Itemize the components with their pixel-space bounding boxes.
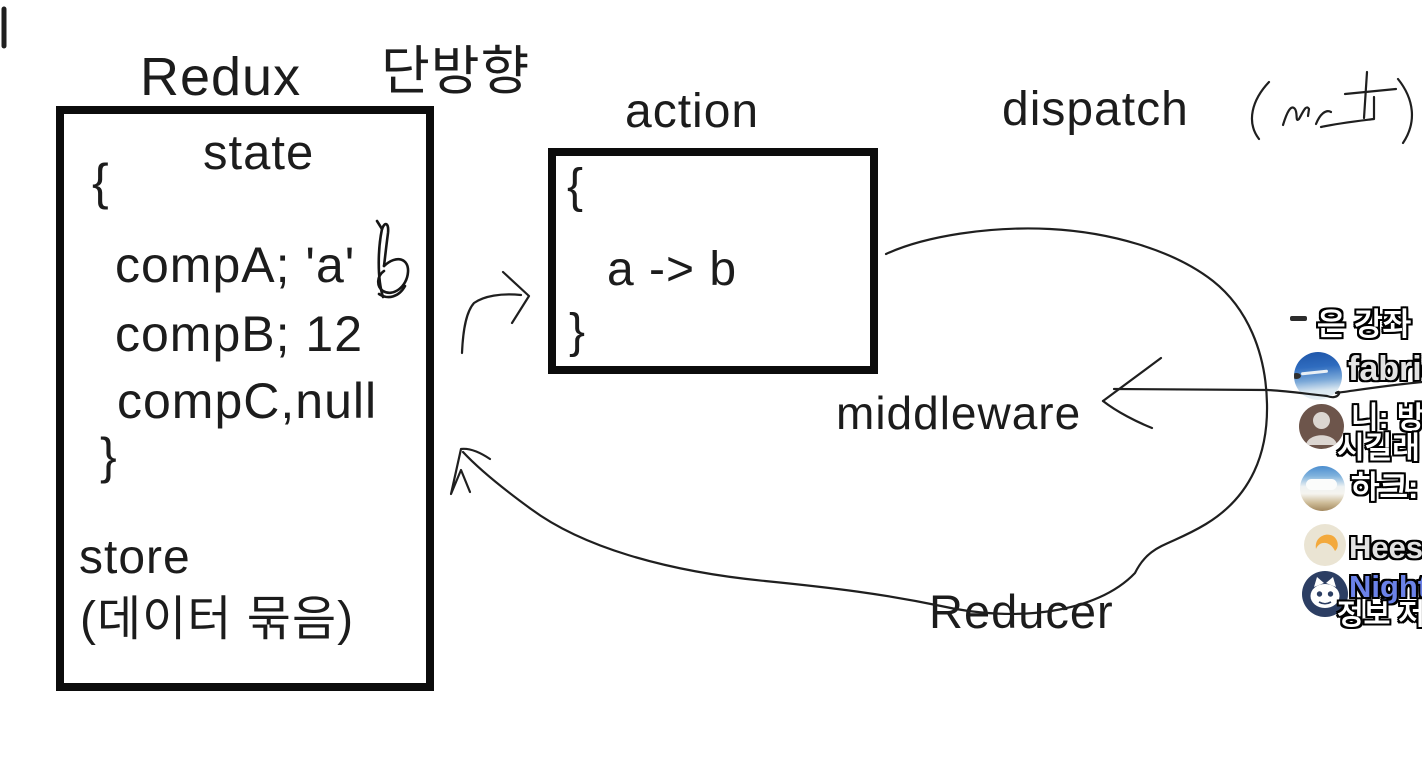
chat-message-text: 은 강좌: [1317, 307, 1412, 342]
page-title-unidirectional: 단방향: [381, 42, 531, 101]
orange-hair-icon: [1315, 534, 1338, 551]
state-close-brace: }: [100, 428, 118, 484]
action-expression: a -> b: [607, 243, 738, 296]
cloud-icon: [1306, 479, 1337, 490]
chat-username[interactable]: fabric: [1348, 350, 1422, 388]
avatar-nightbot[interactable]: [1302, 571, 1348, 617]
avatar-person-silhouette[interactable]: [1299, 404, 1344, 449]
arrowhead-upper-stroke: [1101, 356, 1163, 403]
arrowhead-lower-stroke: [1101, 399, 1154, 430]
chat-username[interactable]: 하크:: [1351, 470, 1419, 505]
chat-row-dash-icon: [1290, 316, 1307, 321]
state-open-brace: {: [92, 154, 110, 210]
reducer-label: Reducer: [929, 585, 1114, 638]
action-open-brace: {: [567, 160, 585, 213]
avatar-clouds-photo[interactable]: [1300, 466, 1345, 511]
chat-message-line2: 시길래: [1337, 432, 1420, 465]
store-to-action-arrow: [460, 270, 531, 355]
middleware-label: middleware: [836, 387, 1082, 439]
state-entry-compB: compB; 12: [115, 306, 364, 362]
action-close-brace: }: [569, 305, 587, 358]
store-note-korean: (데이터 묶음): [80, 593, 355, 646]
chat-message-line1: 니: 방: [1351, 402, 1422, 435]
chat-message-text: 정보 저: [1337, 599, 1422, 631]
nightbot-robot-icon: [1310, 577, 1340, 608]
store-label: store: [79, 531, 191, 584]
avatar-sky-photo[interactable]: [1294, 352, 1342, 400]
person-icon: [1306, 412, 1337, 445]
chat-username-nightbot[interactable]: Night: [1349, 569, 1422, 604]
arrowhead-to-store: [449, 447, 492, 496]
page-title-redux: Redux: [140, 47, 302, 107]
store-state-box: [56, 106, 434, 691]
dispatch-label: dispatch: [1002, 83, 1189, 136]
action-label: action: [625, 85, 760, 138]
state-label: state: [203, 126, 315, 180]
avatar-orange-hair[interactable]: [1304, 524, 1346, 566]
state-entry-compC: compC,null: [117, 373, 378, 429]
avatar-dark-dot: [1294, 373, 1301, 379]
airplane-streak-icon: [1300, 369, 1329, 376]
state-entry-compA: compA; 'a': [115, 237, 356, 293]
chat-username[interactable]: Hees: [1349, 530, 1422, 565]
handwritten-act-annotation: [1250, 70, 1414, 145]
